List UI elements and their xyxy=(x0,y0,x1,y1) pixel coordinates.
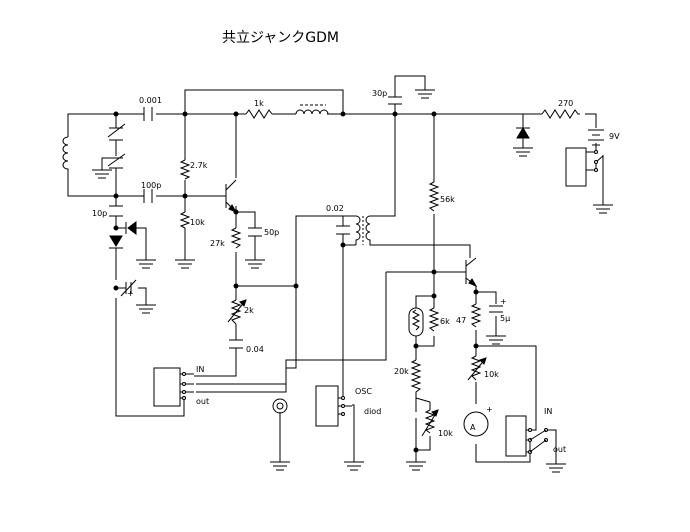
trimmer-capacitor-middle xyxy=(107,153,126,169)
thermistor-6k xyxy=(408,307,424,337)
capacitor-004: 0.04 xyxy=(229,339,264,354)
ground-symbols xyxy=(92,89,613,473)
resistor-47: 47 xyxy=(456,303,482,328)
label-c-5u: 5μ xyxy=(500,314,510,323)
battery-9v: 9V xyxy=(588,129,620,146)
capacitor-50p: 50p xyxy=(248,227,279,237)
capacitor-002: 0.02 xyxy=(326,204,350,235)
resistor-2p7k: 2.7k xyxy=(179,159,208,180)
junction-dots xyxy=(113,111,479,453)
label-c-004: 0.04 xyxy=(246,345,264,354)
diagram-title: 共立ジャンクGDM xyxy=(222,30,339,46)
jack-right: IN out xyxy=(505,407,566,457)
capacitor-10p: 10p xyxy=(92,205,123,218)
label-r-6k: 6k xyxy=(440,317,450,326)
label-c-30p: 30p xyxy=(372,89,387,98)
resistor-27k: 27k xyxy=(210,227,242,249)
trimmer-capacitor-upper xyxy=(107,123,126,141)
label-c-0001: 0.001 xyxy=(139,96,162,105)
label-r-20k: 20k xyxy=(394,367,409,376)
label-r-27k: 27k xyxy=(210,239,225,248)
variable-resistor-10k-mid: 10k xyxy=(415,397,453,451)
variable-resistor-10k-right: 10k xyxy=(467,355,499,381)
label-battery-9v: 9V xyxy=(609,132,620,141)
label-osc: OSC xyxy=(355,387,372,396)
label-r-10k-base: 10k xyxy=(190,218,205,227)
label-r-1k: 1k xyxy=(254,99,264,108)
ammeter: A + xyxy=(463,405,493,437)
capacitor-100p: 100p xyxy=(141,181,161,203)
inductor-coil-main xyxy=(62,136,69,172)
transformer xyxy=(355,215,385,246)
resistor-270: 270 xyxy=(541,99,580,119)
diode-right xyxy=(516,127,530,148)
transistor-q1 xyxy=(218,179,238,214)
power-switch xyxy=(565,147,604,187)
resistor-6k: 6k xyxy=(428,307,450,332)
svg-text:+: + xyxy=(127,289,134,298)
label-r-270: 270 xyxy=(558,99,573,108)
label-jack-out-right: out xyxy=(553,445,566,454)
label-vr-2k: 2k xyxy=(244,306,254,315)
resistor-10k-base: 10k xyxy=(179,211,205,229)
label-jack-out-left: out xyxy=(196,397,209,406)
capacitor-5u: + 5μ xyxy=(489,297,510,323)
svg-text:+: + xyxy=(500,297,507,306)
coax-jack xyxy=(272,398,288,414)
label-vr-10k-mid: 10k xyxy=(438,429,453,438)
jack-left: IN out xyxy=(153,365,209,407)
transistor-q2 xyxy=(458,257,478,288)
resistor-20k: 20k xyxy=(394,359,422,396)
label-meter: A xyxy=(470,423,476,432)
label-r-2p7k: 2.7k xyxy=(190,161,208,170)
label-c-002: 0.02 xyxy=(326,204,344,213)
capacitor-30p: 30p xyxy=(372,89,402,105)
label-r-56k: 56k xyxy=(440,195,455,204)
label-jack-in-right: IN xyxy=(544,407,552,416)
label-diod: diod xyxy=(364,407,381,416)
osc-diode-switch: OSC diod xyxy=(315,385,381,427)
label-c-100p: 100p xyxy=(141,181,161,190)
capacitor-0001: 0.001 xyxy=(139,96,162,121)
label-c-50p: 50p xyxy=(264,228,279,237)
trimmer-capacitor-lower: + xyxy=(120,279,137,298)
label-vr-10k-right: 10k xyxy=(484,370,499,379)
svg-text:+: + xyxy=(486,405,493,414)
choke-inductor xyxy=(295,104,329,115)
variable-resistor-2k: 2k xyxy=(227,299,254,325)
resistor-56k: 56k xyxy=(428,181,455,212)
resistor-1k: 1k xyxy=(245,99,273,119)
label-c-10p: 10p xyxy=(92,209,107,218)
label-jack-in-left: IN xyxy=(196,365,204,374)
label-r-47: 47 xyxy=(456,316,466,325)
diode-varicap-left xyxy=(109,221,137,249)
